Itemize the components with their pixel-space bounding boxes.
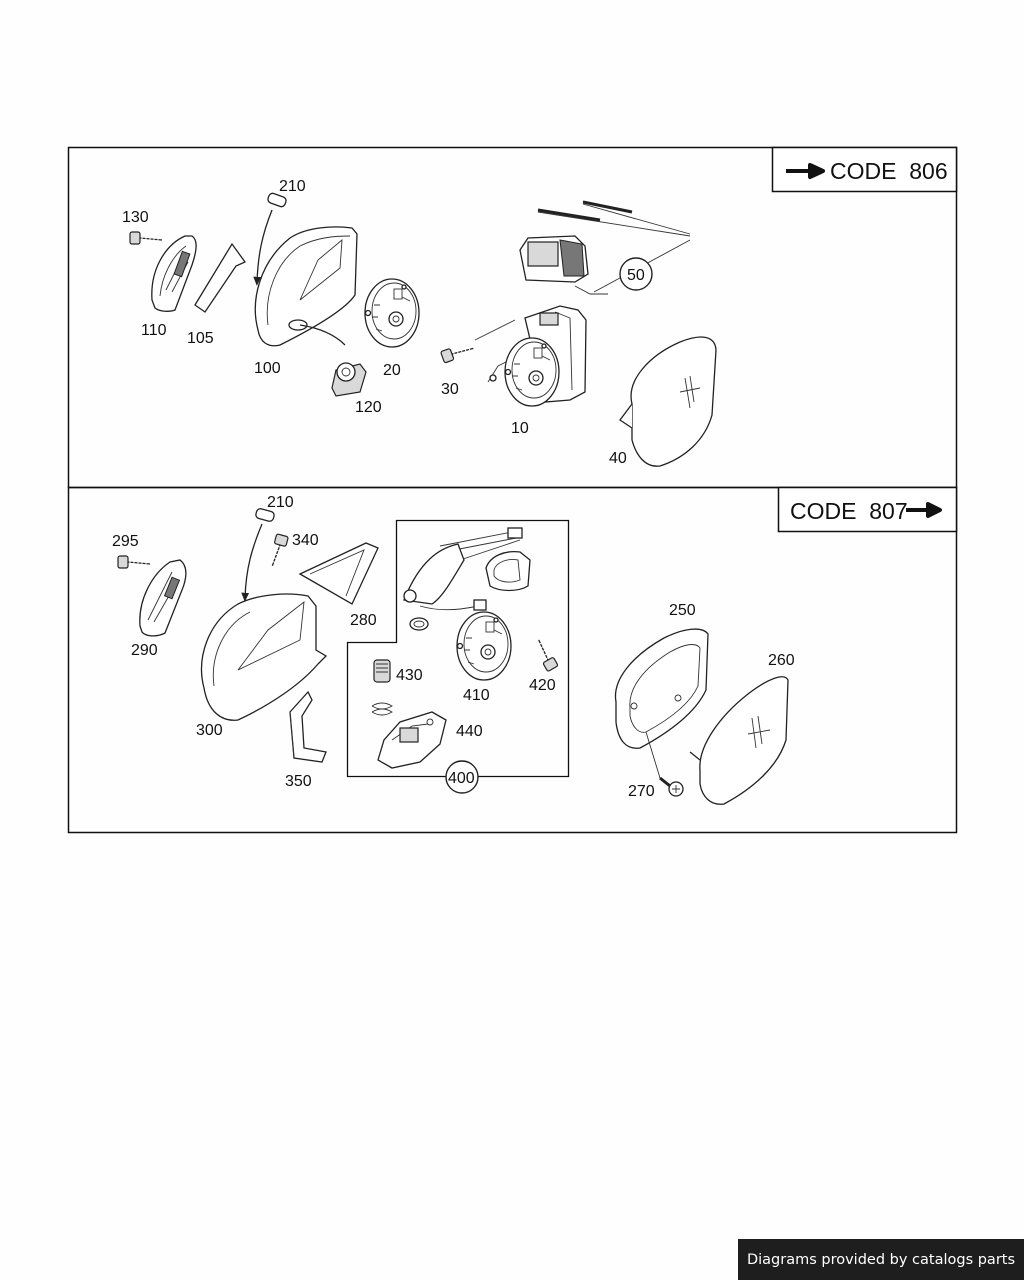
label-50: 50	[627, 267, 645, 284]
label-420: 420	[529, 677, 556, 694]
label-250: 250	[669, 602, 696, 619]
lower-callouts: 210 295 340 280 290 300 350 430 410 420 …	[112, 494, 795, 800]
part-105-gasket	[194, 242, 246, 313]
part-250-frame	[614, 628, 709, 779]
panel-lower	[67, 486, 958, 834]
label-100: 100	[254, 360, 281, 377]
label-10: 10	[511, 420, 529, 437]
part-270-screw	[659, 776, 684, 797]
label-300: 300	[196, 722, 223, 739]
part-260-mirror-glass	[689, 676, 789, 805]
part-420-bolt	[531, 637, 559, 673]
label-210-lower: 210	[267, 494, 294, 511]
label-40: 40	[609, 450, 627, 467]
part-20-motor	[364, 278, 420, 348]
label-270: 270	[628, 783, 655, 800]
label-30: 30	[441, 381, 459, 398]
callout-400: 400	[445, 760, 479, 794]
part-130-screw	[129, 231, 163, 245]
label-20: 20	[383, 362, 401, 379]
part-210-bulb	[253, 192, 287, 286]
label-340: 340	[292, 532, 319, 549]
parts-diagram: CODE 806 CODE 807	[67, 146, 958, 834]
part-350-bracket	[289, 690, 327, 763]
arrow-right-icon	[906, 502, 942, 518]
part-290-cover	[139, 559, 187, 637]
label-210: 210	[279, 178, 306, 195]
code-807-text: CODE 807	[790, 498, 908, 524]
part-280-lens	[298, 542, 379, 605]
upper-callouts: 130 210 110 105 100 20 120 30 10 40 50	[122, 178, 653, 467]
label-120: 120	[355, 399, 382, 416]
code-806-text: CODE 806	[830, 158, 948, 184]
part-50-motor-unit	[519, 200, 691, 295]
footer-credit-badge: Diagrams provided by catalogs parts	[738, 1239, 1024, 1280]
part-210-bulb-lower	[241, 508, 275, 602]
label-350: 350	[285, 773, 312, 790]
part-340-bolt	[267, 533, 290, 569]
part-100-housing	[254, 226, 358, 347]
label-260: 260	[768, 652, 795, 669]
code-806-box: CODE 806	[771, 146, 958, 193]
label-105: 105	[187, 330, 214, 347]
part-120-connector	[331, 362, 367, 397]
label-400: 400	[448, 770, 475, 787]
label-430: 430	[396, 667, 423, 684]
part-10-base	[487, 305, 587, 407]
part-40-mirror-glass	[619, 336, 717, 467]
part-110-cover	[151, 235, 197, 312]
label-280: 280	[350, 612, 377, 629]
callout-50: 50	[619, 257, 653, 291]
label-290: 290	[131, 642, 158, 659]
part-30-bolt	[439, 319, 516, 364]
label-110: 110	[141, 322, 167, 339]
label-295: 295	[112, 533, 139, 550]
label-130: 130	[122, 209, 149, 226]
part-300-housing	[200, 593, 328, 721]
part-400-kit-box	[346, 519, 570, 778]
arrow-right-icon	[786, 163, 825, 179]
label-440: 440	[456, 723, 483, 740]
part-295-screw	[117, 555, 151, 569]
label-410: 410	[463, 687, 490, 704]
code-807-box: CODE 807	[777, 486, 958, 533]
